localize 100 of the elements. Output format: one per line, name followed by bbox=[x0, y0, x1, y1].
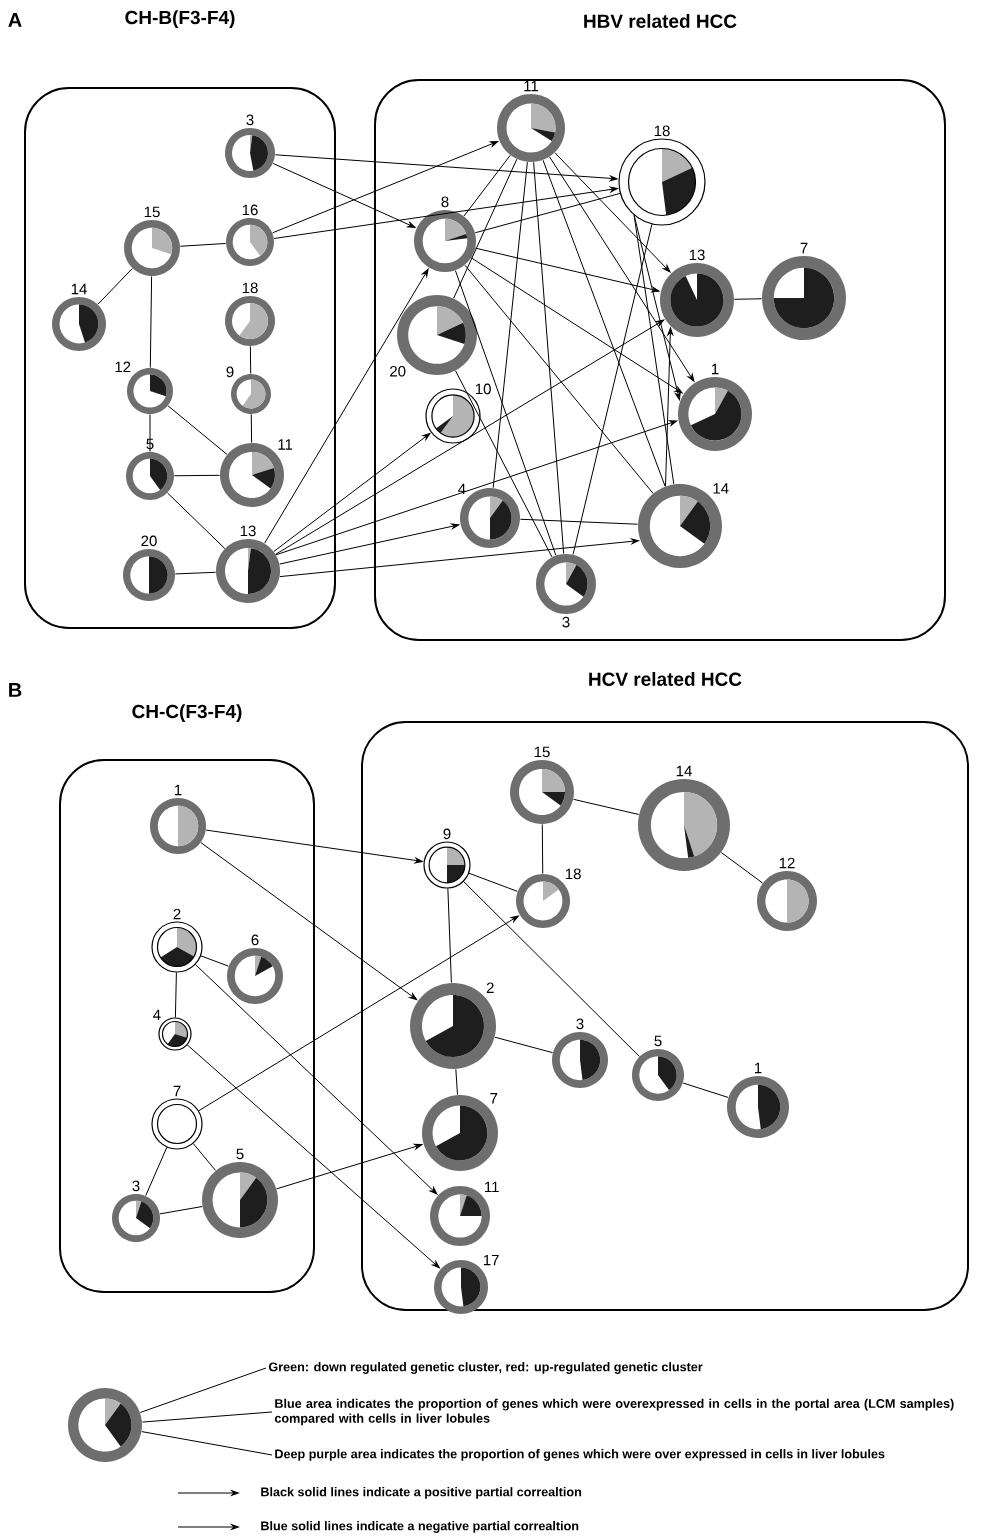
pie-chart-node: 11 bbox=[220, 439, 293, 507]
connector-line bbox=[720, 852, 764, 884]
connector-line bbox=[573, 798, 640, 815]
annotation-text: Deep purple area indicates the proportion of genes which were over expressed in cells in liver lobules bbox=[275, 1449, 885, 1461]
arrow bbox=[279, 523, 460, 565]
connector-line bbox=[174, 571, 217, 575]
pie-chart-node: 3 bbox=[225, 114, 275, 178]
pie-chart-node: 5 bbox=[202, 1148, 278, 1238]
node-label: 14 bbox=[71, 283, 87, 295]
pie-chart-node: 14 bbox=[638, 483, 729, 568]
pie-chart-node: 3 bbox=[552, 1018, 608, 1088]
pie-chart-node: 14 bbox=[52, 283, 106, 351]
node-label: 4 bbox=[153, 1009, 161, 1020]
arrow bbox=[279, 538, 640, 578]
node-label: 10 bbox=[475, 383, 491, 395]
arrow bbox=[275, 319, 665, 555]
legend-text: Black solid lines indicate a positive partial correaltion bbox=[261, 1487, 582, 1499]
node-label: 15 bbox=[534, 746, 550, 758]
node-label: 1 bbox=[754, 1062, 762, 1074]
pie-chart-node: 7 bbox=[151, 1085, 203, 1150]
node-label: 6 bbox=[251, 934, 259, 946]
node-label: 11 bbox=[524, 80, 539, 92]
arrow bbox=[274, 154, 618, 182]
annotation-text: Blue area indicates the proportion of genes which were overexpressed in cells in the portal area (LCM samples) compared with cells in liver lobules bbox=[274, 1398, 954, 1426]
pie-chart-node: 2 bbox=[151, 908, 203, 973]
node-label: 17 bbox=[483, 1254, 499, 1266]
pie-chart-node: 4 bbox=[153, 1009, 192, 1051]
connector-line bbox=[159, 1206, 203, 1215]
connector-line bbox=[173, 474, 221, 477]
connector-line bbox=[533, 161, 565, 555]
pie-chart-node: 1 bbox=[150, 784, 206, 854]
legend-pie bbox=[68, 1388, 142, 1462]
pie-chart-node: 18 bbox=[618, 125, 706, 226]
arrow bbox=[200, 842, 418, 1001]
connector-line bbox=[733, 298, 763, 300]
connector-line bbox=[167, 405, 228, 455]
connector-line bbox=[519, 518, 639, 525]
node-label: 3 bbox=[576, 1018, 584, 1030]
pie-chart-node: 7 bbox=[422, 1093, 498, 1171]
pie-chart-node: 12 bbox=[757, 857, 817, 931]
arrow bbox=[475, 247, 660, 293]
connector-line bbox=[494, 1036, 554, 1054]
node-label: 11 bbox=[485, 1181, 499, 1193]
arrow bbox=[470, 257, 683, 394]
connector-line bbox=[179, 243, 227, 247]
pie-chart-node: 2 bbox=[410, 982, 496, 1069]
pie-chart-node: 11 bbox=[497, 80, 565, 162]
leader-line bbox=[139, 1367, 267, 1413]
pie-chart-node: 14 bbox=[638, 765, 730, 871]
arrow bbox=[194, 964, 438, 1195]
connector-line bbox=[249, 345, 252, 375]
arrow bbox=[205, 829, 423, 864]
connector-line bbox=[682, 1082, 729, 1098]
connector-line bbox=[200, 955, 229, 967]
panel-letter: A bbox=[8, 13, 22, 27]
connector-line bbox=[455, 1068, 458, 1096]
node-label: 16 bbox=[242, 204, 258, 216]
pie-chart-node: 20 bbox=[390, 295, 477, 377]
node-label: 20 bbox=[141, 535, 157, 547]
node-label: 1 bbox=[174, 784, 182, 796]
connector-line bbox=[174, 971, 177, 1019]
arrow bbox=[264, 268, 429, 544]
node-label: 12 bbox=[115, 361, 131, 373]
node-label: 12 bbox=[779, 857, 795, 869]
node-label: HCV related HCC bbox=[589, 671, 742, 686]
leader-line bbox=[141, 1431, 273, 1456]
pie-chart-node: 1 bbox=[727, 1062, 789, 1138]
annotation-text: Green: down regulated genetic cluster, red: up-regulated genetic cluster bbox=[268, 1362, 703, 1374]
pie-chart-node: 9 bbox=[423, 828, 471, 889]
node-label: 5 bbox=[146, 438, 154, 450]
node-label: 14 bbox=[676, 765, 692, 777]
connector-line bbox=[572, 223, 653, 555]
connector-line bbox=[541, 823, 544, 875]
connector-line bbox=[463, 154, 511, 217]
arrow bbox=[198, 915, 519, 1112]
connector-line bbox=[149, 413, 151, 453]
node-label: 8 bbox=[441, 196, 449, 208]
pie-chart-node: 18 bbox=[225, 282, 275, 346]
arrow bbox=[273, 432, 431, 552]
node-label: 3 bbox=[562, 616, 570, 628]
connector-line bbox=[463, 881, 640, 1057]
arrow bbox=[633, 214, 681, 401]
arrow bbox=[275, 420, 678, 556]
node-label: 18 bbox=[242, 282, 258, 294]
node-label: 13 bbox=[240, 525, 256, 537]
connector-line bbox=[542, 159, 666, 487]
arrow bbox=[554, 152, 671, 273]
pie-chart-node: 10 bbox=[425, 383, 491, 444]
pie-chart-node: 15 bbox=[510, 746, 574, 824]
arrow bbox=[665, 327, 674, 487]
connector-line bbox=[192, 1143, 216, 1171]
legend-text: Blue solid lines indicate a negative partial correaltion bbox=[261, 1521, 579, 1533]
connector-line bbox=[97, 267, 133, 305]
node-label: CH-B(F3-F4) bbox=[125, 10, 235, 28]
pie-chart-node: 5 bbox=[632, 1035, 684, 1101]
pie-chart-node: 5 bbox=[126, 438, 174, 500]
node-label: 2 bbox=[173, 908, 181, 920]
pie-chart-node: 13 bbox=[660, 249, 734, 337]
node-label: 18 bbox=[565, 868, 581, 880]
pie-chart-node: 20 bbox=[123, 535, 175, 601]
